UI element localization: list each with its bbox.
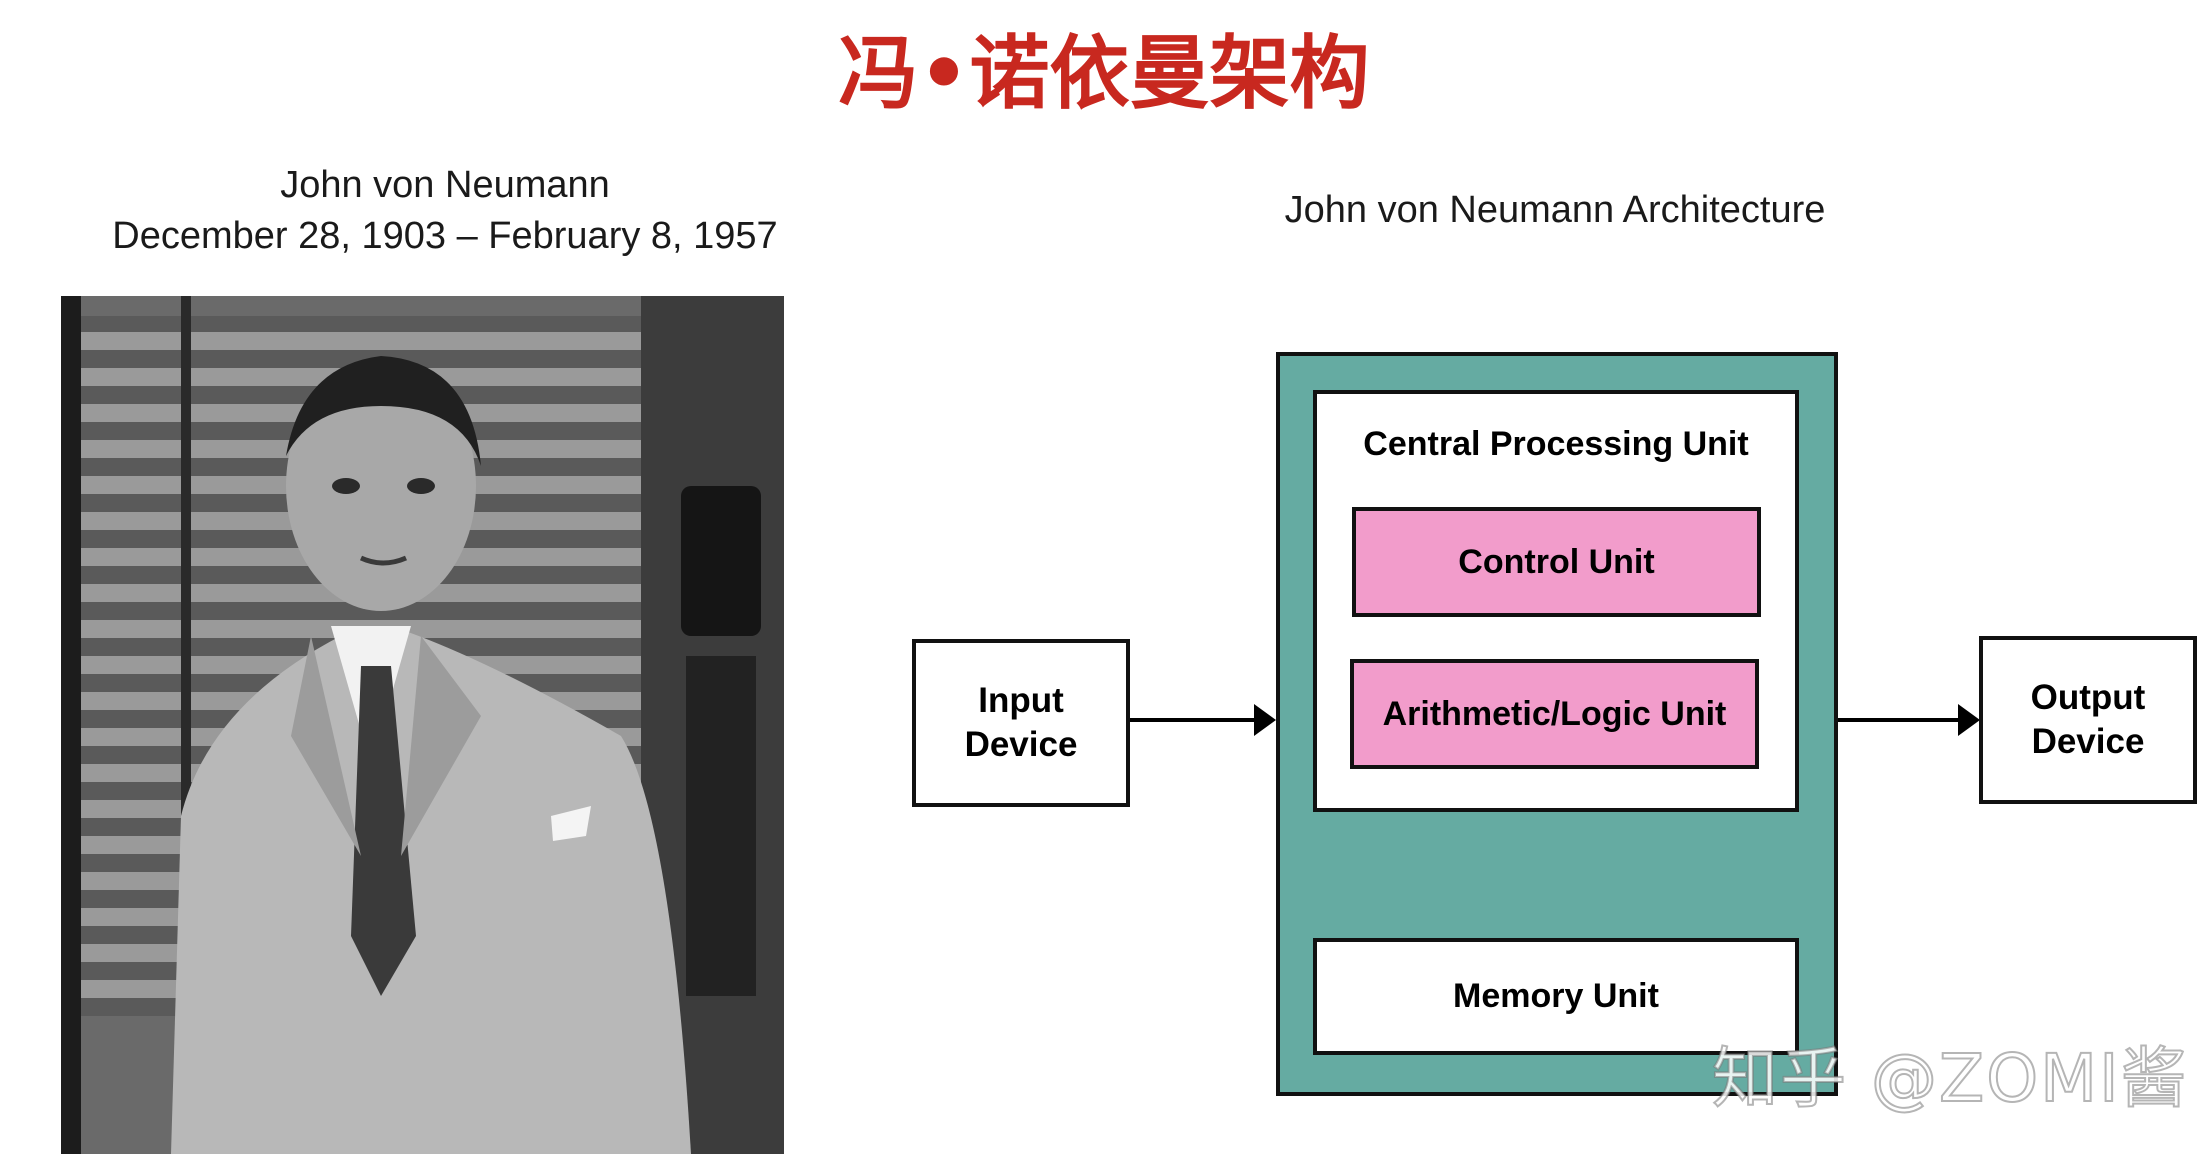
portrait-caption: John von Neumann December 28, 1903 – Feb…	[60, 160, 830, 263]
input-device-label: Input Device	[964, 681, 1078, 764]
memory-unit-box: Memory Unit	[1313, 938, 1799, 1055]
input-device-box: Input Device	[912, 639, 1130, 807]
slide-title: 冯•诺依曼架构	[838, 27, 1370, 120]
output-device-label: Output Device	[2030, 678, 2146, 761]
diagram-caption: John von Neumann Architecture	[1284, 189, 1826, 231]
output-device-box: Output Device	[1979, 636, 2197, 804]
input-arrow	[1130, 704, 1276, 736]
control-unit-label: Control Unit	[1458, 542, 1655, 581]
memory-unit-label: Memory Unit	[1453, 977, 1659, 1015]
portrait-dates: December 28, 1903 – February 8, 1957	[112, 215, 778, 258]
output-arrow	[1838, 704, 1980, 736]
portrait-photo	[61, 296, 784, 1154]
alu-box: Arithmetic/Logic Unit	[1350, 659, 1759, 769]
portrait-illustration	[61, 296, 784, 1154]
cpu-label: Central Processing Unit	[1363, 425, 1749, 463]
alu-label: Arithmetic/Logic Unit	[1382, 694, 1727, 733]
watermark: 知乎 @ZOMI酱	[1711, 1039, 2189, 1118]
control-unit-box: Control Unit	[1352, 507, 1761, 617]
portrait-name: John von Neumann	[280, 164, 610, 206]
